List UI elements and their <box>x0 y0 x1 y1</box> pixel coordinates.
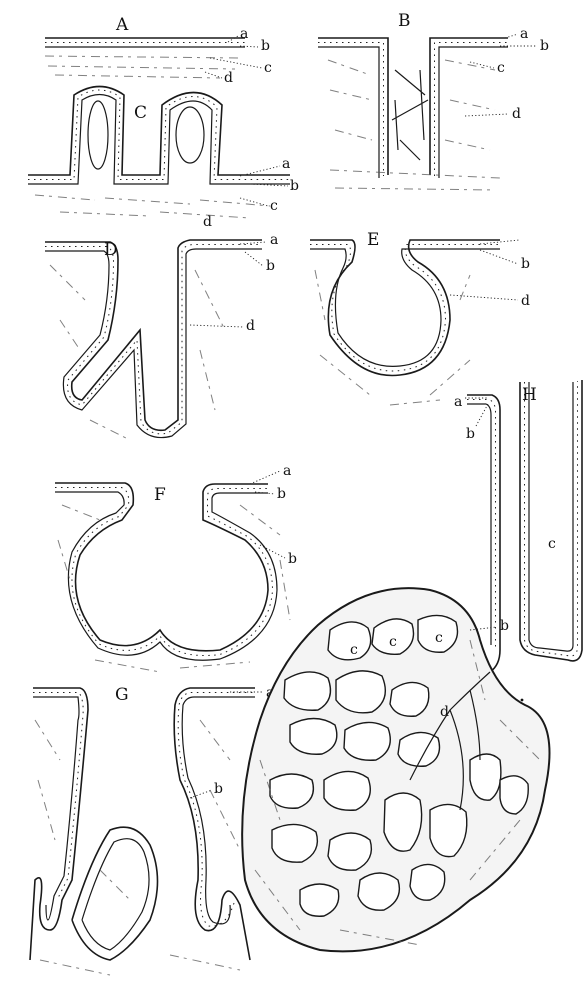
part-label-c: c <box>264 60 272 76</box>
part-label-a: a <box>454 394 462 410</box>
panel-label: F <box>154 485 166 505</box>
panel-d: D a b d <box>45 232 278 440</box>
part-label-b: b <box>261 38 270 54</box>
panel-label: G <box>115 685 129 705</box>
panel-g: G a b <box>30 685 274 975</box>
part-label-d: d <box>440 704 449 720</box>
panel-label: C <box>134 103 147 123</box>
part-label-a: a <box>283 463 291 479</box>
part-label-c-lobule-2: c <box>389 634 397 650</box>
part-label-a: a <box>270 232 278 248</box>
part-label-d: d <box>246 318 255 334</box>
part-label-a: a <box>282 156 290 172</box>
panel-b: B a b c d <box>318 11 549 190</box>
part-label-a: a <box>520 26 528 42</box>
panel-a: A a b c d <box>45 15 272 86</box>
part-label-b: b <box>290 178 299 194</box>
part-label-d: d <box>521 293 530 309</box>
panel-label: H <box>522 385 537 405</box>
part-label-b: b <box>266 258 275 274</box>
part-label-b: b <box>466 426 475 442</box>
part-label-b-second: b <box>288 551 297 567</box>
part-label-c: c <box>548 536 556 552</box>
panel-label: B <box>398 11 411 31</box>
part-label-d: d <box>512 106 521 122</box>
part-label-b: b <box>540 38 549 54</box>
part-label-c-lobule-3: c <box>435 630 443 646</box>
part-label-a: a <box>240 26 248 42</box>
part-label-c-lobule-1: c <box>350 642 358 658</box>
panel-e: E b d <box>310 230 530 405</box>
part-label-b: b <box>521 256 530 272</box>
part-label-b: b <box>277 486 286 502</box>
panel-label: E <box>367 230 379 250</box>
part-label-d: d <box>203 214 212 230</box>
panel-h: H a b c b c c c d <box>242 380 582 951</box>
part-label-c: c <box>497 60 505 76</box>
panel-label: D <box>104 240 118 260</box>
panel-label: A <box>115 15 129 35</box>
part-label-b: b <box>214 781 223 797</box>
part-label-d: d <box>224 70 233 86</box>
panel-c: C a b c d <box>28 87 299 231</box>
ink-dot <box>521 699 524 702</box>
part-label-b-gland: b <box>500 618 509 634</box>
part-label-c: c <box>270 198 278 214</box>
panel-f: F a b b <box>55 463 297 672</box>
